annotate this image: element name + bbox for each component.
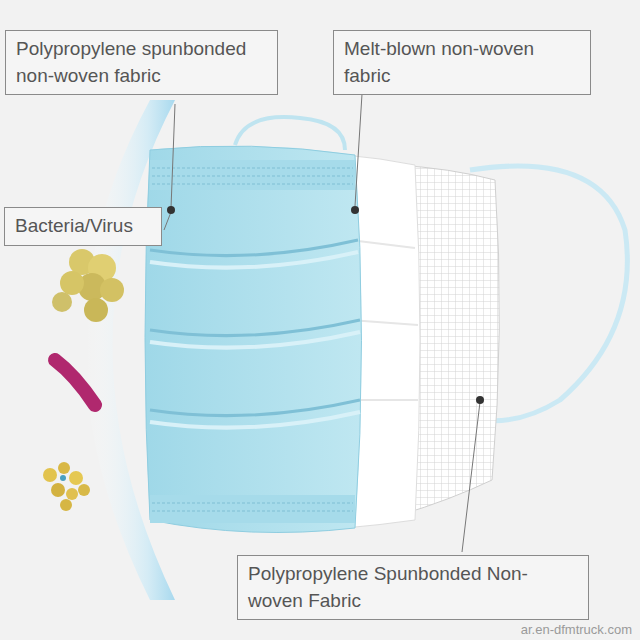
leader-line [164,94,480,552]
outer-layer [145,146,362,533]
callout-text: Melt-blown non-woven fabric [344,36,580,89]
callout-box: Bacteria/Virus [4,207,162,246]
callout-box: Polypropylene Spunbonded Non-woven Fabri… [237,555,589,620]
callout-text: Bacteria/Virus [15,213,151,240]
callout-box: Melt-blown non-woven fabric [333,30,591,95]
callout-text: Polypropylene spunbonded non-woven fabri… [16,36,267,89]
leader-dot [167,206,484,404]
bacteria-dots [43,462,90,511]
virus-rod [55,360,95,405]
mask-hem [150,160,355,190]
ear-loop [235,117,345,150]
callout-box: Polypropylene spunbonded non-woven fabri… [5,30,278,95]
watermark: ar.en-dfmtruck.com [521,622,632,637]
bacteria-cluster [52,249,124,322]
callout-text: Polypropylene Spunbonded Non-woven Fabri… [248,561,578,614]
